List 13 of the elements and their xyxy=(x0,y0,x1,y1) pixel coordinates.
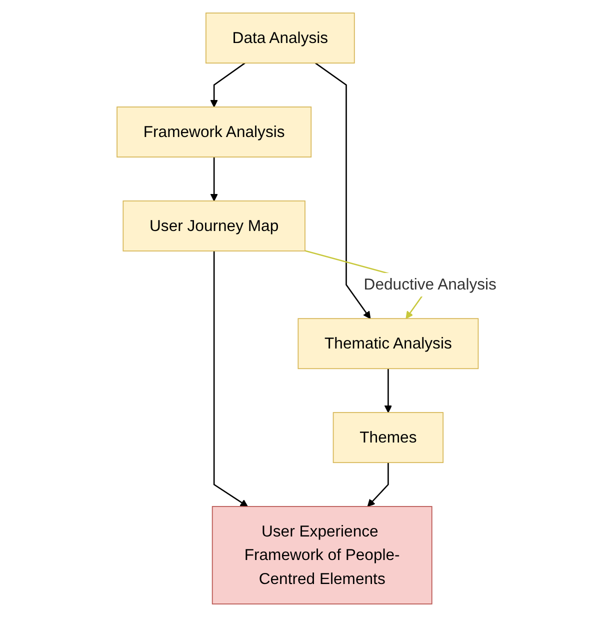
node-box: Thematic Analysis xyxy=(297,318,478,370)
node-box: Themes xyxy=(332,412,444,464)
node-box: User Experience Framework of People-Centred Elements xyxy=(212,506,432,604)
arrow xyxy=(213,250,248,507)
edge-label: Deductive Analysis xyxy=(364,276,496,294)
node-box: User Journey Map xyxy=(122,200,306,252)
node-box: Framework Analysis xyxy=(116,106,312,158)
arrow xyxy=(210,62,246,108)
arrow xyxy=(367,462,389,507)
node-box: Data Analysis xyxy=(205,12,355,64)
arrow xyxy=(210,157,218,202)
arrow xyxy=(314,62,370,319)
arrow xyxy=(384,368,392,413)
